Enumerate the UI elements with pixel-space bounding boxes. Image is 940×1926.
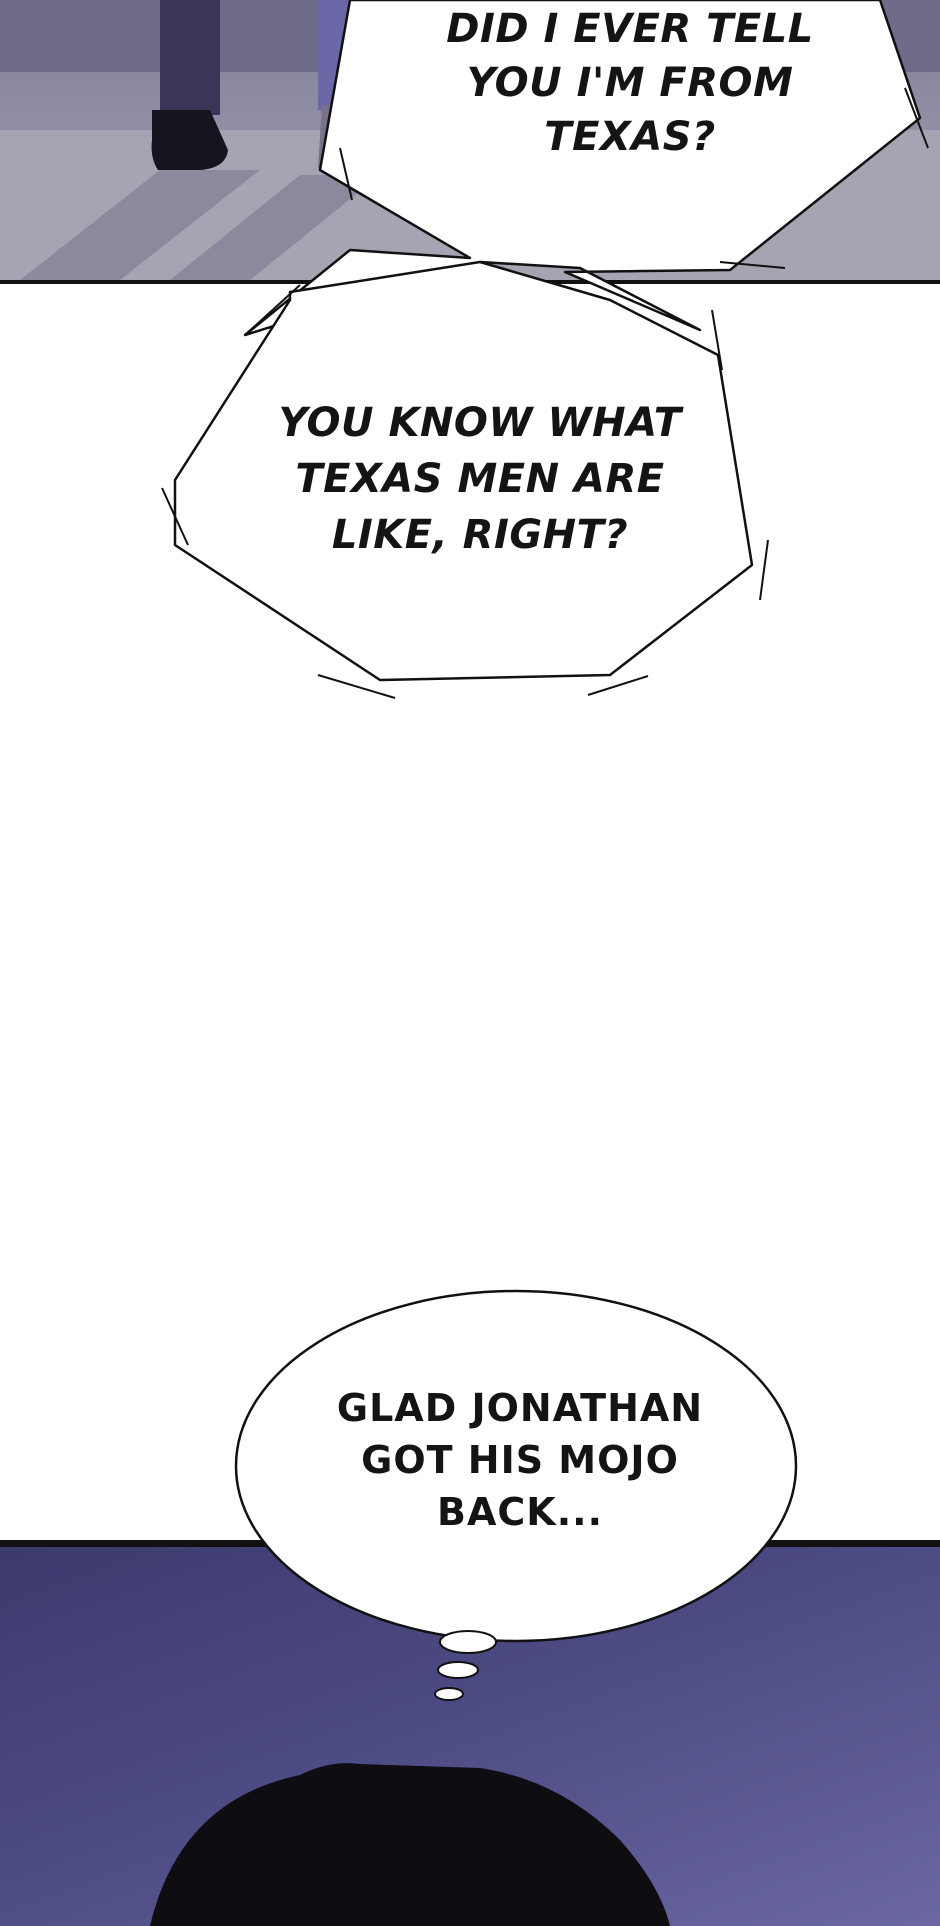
thought-text: GLAD JONATHAN GOT HIS MOJO BACK... xyxy=(290,1382,750,1538)
speech-line: TEXAS? xyxy=(544,114,716,160)
bottom-panel-art xyxy=(150,1763,670,1926)
speech-line: YOU I'M FROM xyxy=(466,60,794,106)
bubble-spike xyxy=(759,539,769,601)
top-panel-art xyxy=(20,0,380,280)
speech-line: LIKE, RIGHT? xyxy=(331,512,629,558)
speech-line: TEXAS MEN ARE xyxy=(295,456,665,502)
thought-dot xyxy=(439,1630,497,1654)
thought-line: BACK... xyxy=(436,1490,603,1534)
shoe xyxy=(151,110,228,170)
bubble-spike xyxy=(587,675,649,696)
thought-bubble xyxy=(234,1289,798,1643)
bubble-spike xyxy=(719,261,786,269)
floor-shadow xyxy=(20,170,260,280)
thought-line: GOT HIS MOJO xyxy=(361,1438,679,1482)
thought-dot xyxy=(437,1661,479,1679)
character-leg xyxy=(160,0,220,115)
bubble-spike xyxy=(244,284,301,336)
floor-shadow xyxy=(170,175,380,280)
speech-text-1: DID I EVER TELL YOU I'M FROM TEXAS? xyxy=(405,2,855,164)
speech-line: YOU KNOW WHAT xyxy=(278,400,682,446)
bubble-spike xyxy=(161,487,189,546)
speech-text-2: YOU KNOW WHAT TEXAS MEN ARE LIKE, RIGHT? xyxy=(255,395,705,563)
speech-bubble-1 xyxy=(243,0,922,337)
bubble-spike xyxy=(339,147,353,201)
speech-line: DID I EVER TELL xyxy=(446,6,814,52)
bubble-spike xyxy=(711,309,723,371)
thought-dot xyxy=(434,1687,464,1701)
character-silhouette xyxy=(150,1763,670,1926)
bubble-spike xyxy=(317,674,396,699)
thought-line: GLAD JONATHAN xyxy=(336,1386,704,1430)
speech-bubble-2 xyxy=(173,260,754,682)
bubble-spike xyxy=(904,87,929,149)
